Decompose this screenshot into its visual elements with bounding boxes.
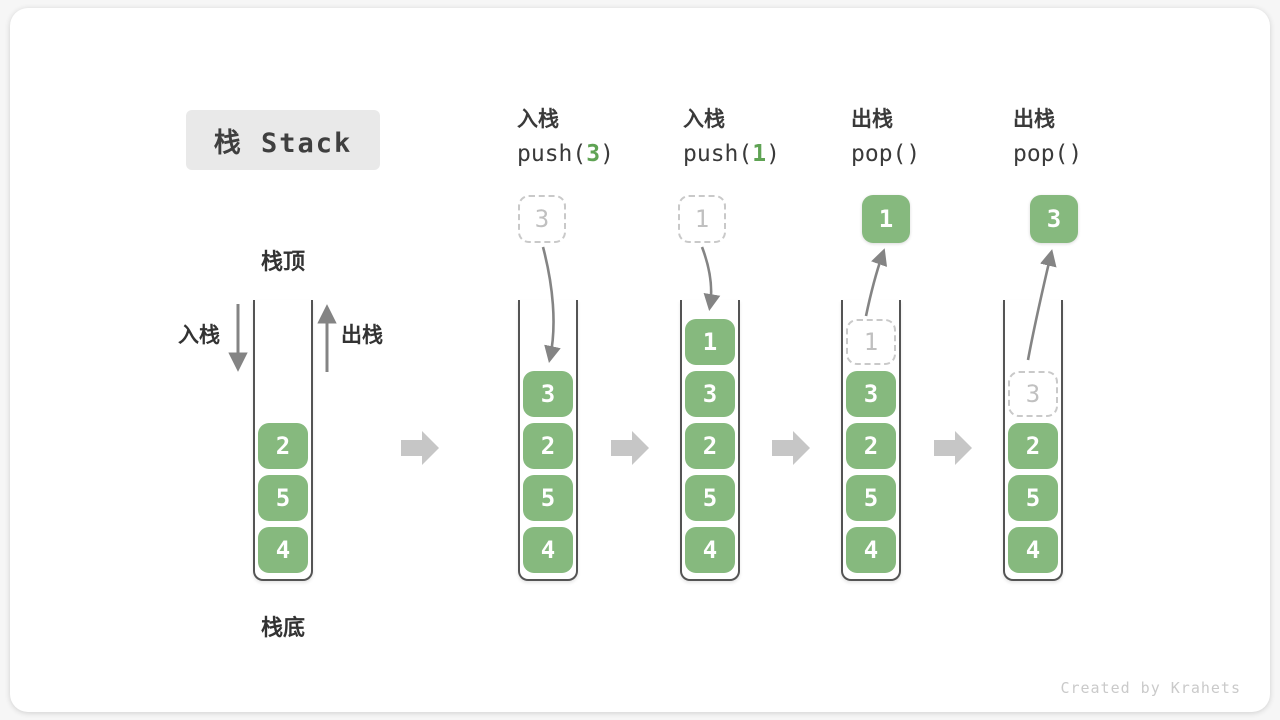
op-code: push(3) [517,141,614,167]
stack-bottom-label: 栈底 [260,616,305,641]
stack-container-initial: 2 5 4 [253,300,313,581]
stack-cell: 3 [846,371,896,417]
push-side-label: 入栈 [178,323,220,347]
stack-cell: 5 [846,475,896,521]
code-argument: 3 [586,141,601,167]
stack-cell: 5 [258,475,308,521]
op-code: push(1) [683,141,780,167]
next-step-arrow-icon [401,431,439,465]
push1-motion-arrow-icon [700,246,721,312]
op-label: 出栈 [851,107,893,131]
stack-cell: 4 [258,527,308,573]
stack-cell: 5 [685,475,735,521]
stack-cell: 2 [685,423,735,469]
op-code: pop() [1013,141,1083,167]
stack-cell: 4 [685,527,735,573]
stack-cell: 5 [1008,475,1058,521]
next-step-arrow-icon [611,431,649,465]
stack-cell: 2 [258,423,308,469]
stack-cell: 3 [523,371,573,417]
stack-cell: 3 [685,371,735,417]
stack-container-push3: 3 2 5 4 [518,300,578,581]
stack-cell: 1 [685,319,735,365]
stack-container-pop1: 1 3 2 5 4 [841,300,901,581]
column-header-pop1: 出栈 pop() [851,103,920,167]
op-code: pop() [851,141,921,167]
column-header-push1: 入栈 push(1) [683,103,780,167]
pop-side-label: 出栈 [341,323,383,347]
floating-value-ghost: 3 [518,195,566,243]
stack-container-push1: 1 3 2 5 4 [680,300,740,581]
watermark: Created by Krahets [1060,679,1241,697]
next-step-arrow-icon [772,431,810,465]
stack-cell-ghost: 1 [846,319,896,365]
stack-container-pop3: 3 2 5 4 [1003,300,1063,581]
stack-cell: 4 [846,527,896,573]
column-header-push3: 入栈 push(3) [517,103,614,167]
next-step-arrow-icon [934,431,972,465]
stack-cell: 2 [523,423,573,469]
op-label: 入栈 [517,107,559,131]
stack-cell-ghost: 3 [1008,371,1058,417]
stack-cell: 5 [523,475,573,521]
stack-cell: 4 [523,527,573,573]
diagram-title: 栈 Stack [186,110,380,170]
stack-cell: 2 [846,423,896,469]
floating-value-ghost: 1 [678,195,726,243]
stack-cell: 4 [1008,527,1058,573]
op-label: 入栈 [683,107,725,131]
code-argument: 1 [752,141,767,167]
floating-value-popped: 3 [1030,195,1078,243]
stack-cell: 2 [1008,423,1058,469]
op-label: 出栈 [1013,107,1055,131]
stack-top-label: 栈顶 [260,250,305,275]
column-header-pop3: 出栈 pop() [1013,103,1082,167]
floating-value-popped: 1 [862,195,910,243]
